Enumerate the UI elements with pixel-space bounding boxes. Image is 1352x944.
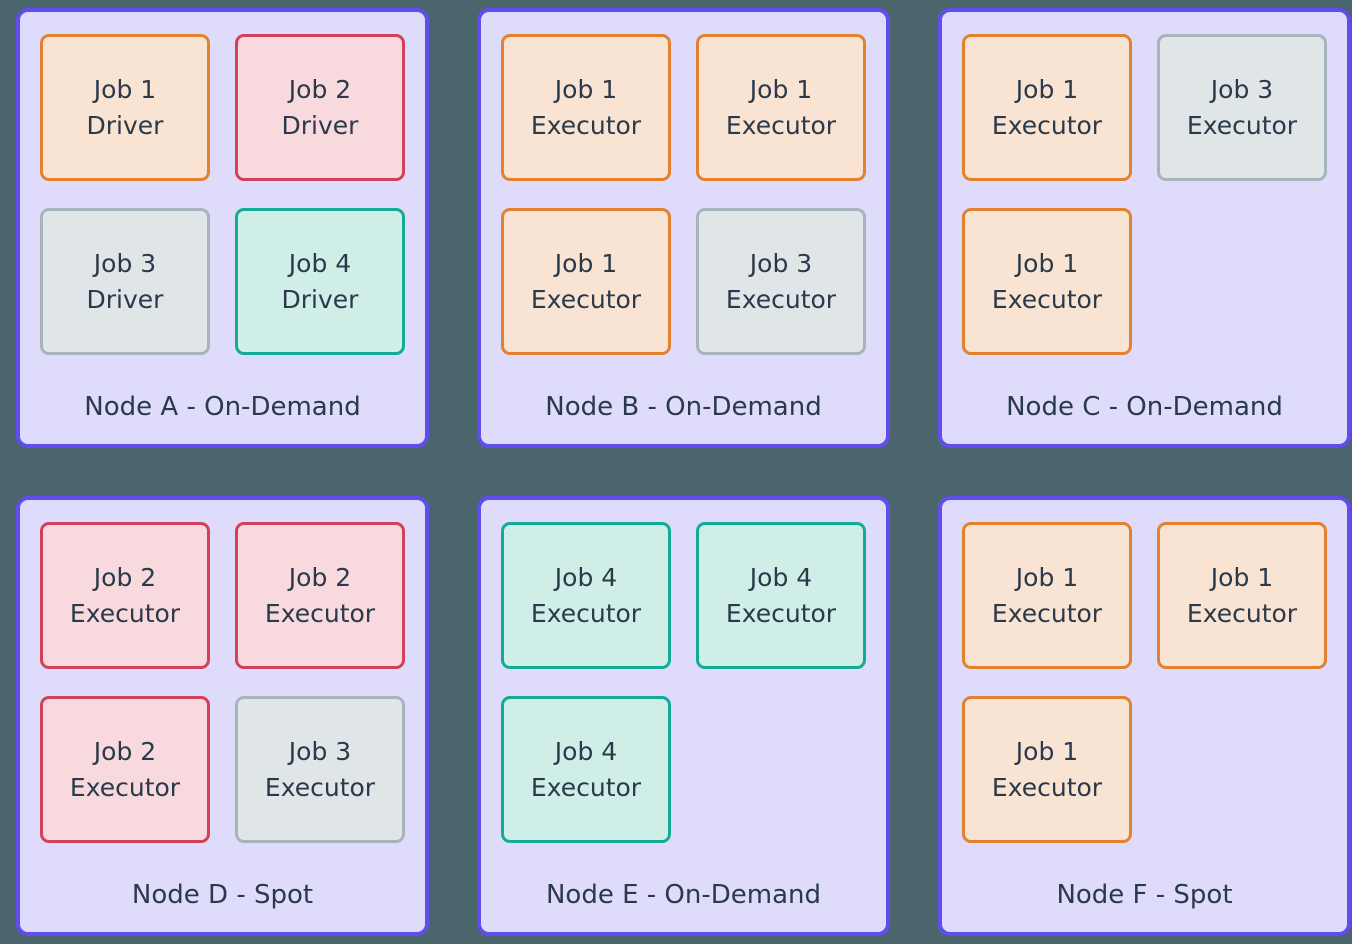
job-role-label: Executor [530, 110, 642, 140]
node-label: Node B - On-Demand [545, 392, 822, 422]
job-role-label: Executor [725, 110, 837, 140]
job-slot[interactable]: Job 4 Driver [235, 208, 405, 355]
job-slot[interactable]: Job 2 Executor [235, 522, 405, 669]
job-role-label: Executor [530, 772, 642, 802]
job-name-label: Job 1 [554, 249, 618, 278]
job-name-label: Job 4 [554, 563, 618, 592]
job-slot[interactable]: Job 1 Driver [40, 34, 210, 181]
job-name-label: Job 4 [288, 249, 352, 278]
job-name-label: Job 3 [749, 249, 813, 278]
job-role-label: Executor [991, 284, 1103, 314]
job-role-label: Executor [69, 772, 181, 802]
job-name-label: Job 1 [1015, 249, 1079, 278]
job-slot[interactable]: Job 4 Executor [501, 696, 671, 843]
job-role-label: Executor [991, 110, 1103, 140]
job-slot[interactable]: Job 3 Executor [696, 208, 866, 355]
job-role-label: Executor [69, 598, 181, 628]
job-slot[interactable]: Job 1 Executor [962, 34, 1132, 181]
job-role-label: Executor [530, 598, 642, 628]
node-label: Node C - On-Demand [1006, 392, 1283, 422]
job-name-label: Job 2 [288, 563, 352, 592]
job-name-label: Job 2 [288, 75, 352, 104]
job-role-label: Executor [264, 772, 376, 802]
job-slot[interactable]: Job 3 Executor [235, 696, 405, 843]
job-name-label: Job 1 [1015, 737, 1079, 766]
empty-slot [1157, 696, 1327, 843]
job-slot[interactable]: Job 1 Executor [696, 34, 866, 181]
job-role-label: Executor [1186, 110, 1298, 140]
empty-slot [1157, 208, 1327, 355]
job-slot[interactable]: Job 4 Executor [696, 522, 866, 669]
job-slot[interactable]: Job 1 Executor [962, 208, 1132, 355]
job-name-label: Job 3 [288, 737, 352, 766]
job-role-label: Driver [86, 110, 164, 140]
job-role-label: Executor [264, 598, 376, 628]
job-slot[interactable]: Job 1 Executor [962, 696, 1132, 843]
job-name-label: Job 3 [93, 249, 157, 278]
job-role-label: Executor [991, 772, 1103, 802]
job-name-label: Job 4 [554, 737, 618, 766]
node-label: Node F - Spot [1056, 880, 1233, 910]
job-role-label: Driver [281, 110, 359, 140]
job-role-label: Driver [86, 284, 164, 314]
job-name-label: Job 2 [93, 563, 157, 592]
job-role-label: Executor [530, 284, 642, 314]
job-role-label: Executor [725, 284, 837, 314]
job-slot[interactable]: Job 1 Executor [962, 522, 1132, 669]
job-name-label: Job 1 [1015, 563, 1079, 592]
job-role-label: Executor [725, 598, 837, 628]
job-slot[interactable]: Job 1 Executor [1157, 522, 1327, 669]
job-name-label: Job 1 [1015, 75, 1079, 104]
job-slot[interactable]: Job 3 Driver [40, 208, 210, 355]
job-name-label: Job 2 [93, 737, 157, 766]
job-slot[interactable]: Job 1 Executor [501, 34, 671, 181]
node-label: Node E - On-Demand [545, 880, 822, 910]
job-role-label: Driver [281, 284, 359, 314]
job-name-label: Job 1 [93, 75, 157, 104]
job-slot[interactable]: Job 3 Executor [1157, 34, 1327, 181]
job-slot[interactable]: Job 2 Driver [235, 34, 405, 181]
job-role-label: Executor [991, 598, 1103, 628]
job-slot[interactable]: Job 4 Executor [501, 522, 671, 669]
job-role-label: Executor [1186, 598, 1298, 628]
job-slot[interactable]: Job 2 Executor [40, 696, 210, 843]
job-name-label: Job 1 [749, 75, 813, 104]
job-name-label: Job 1 [1210, 563, 1274, 592]
empty-slot [696, 696, 866, 843]
job-slot[interactable]: Job 2 Executor [40, 522, 210, 669]
job-name-label: Job 4 [749, 563, 813, 592]
node-label: Node A - On-Demand [84, 392, 361, 422]
node-label: Node D - Spot [131, 880, 314, 910]
job-slot[interactable]: Job 1 Executor [501, 208, 671, 355]
job-name-label: Job 1 [554, 75, 618, 104]
job-name-label: Job 3 [1210, 75, 1274, 104]
